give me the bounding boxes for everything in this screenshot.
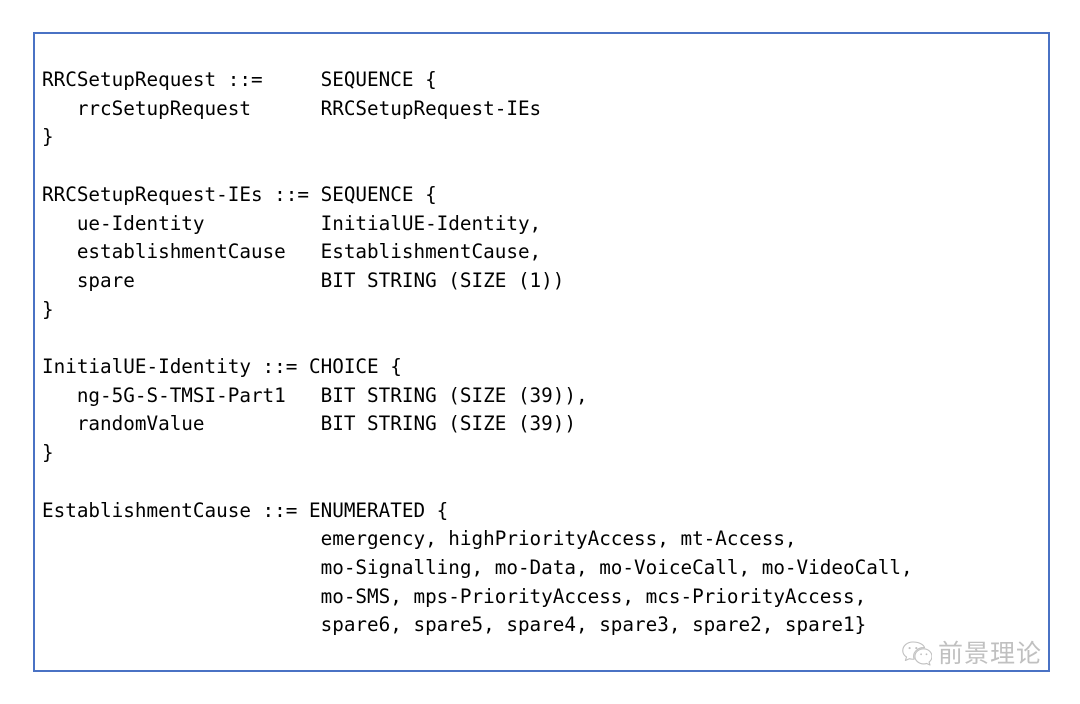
- code-line: emergency, highPriorityAccess, mt-Access…: [42, 527, 797, 551]
- asn1-code-block: RRCSetupRequest ::= SEQUENCE { rrcSetupR…: [42, 66, 913, 640]
- code-line: RRCSetupRequest-IEs ::= SEQUENCE {: [42, 182, 437, 206]
- code-line: EstablishmentCause ::= ENUMERATED {: [42, 498, 449, 522]
- code-line: spare6, spare5, spare4, spare3, spare2, …: [42, 613, 867, 637]
- code-line: randomValue BIT STRING (SIZE (39)): [42, 412, 576, 436]
- code-line: }: [42, 441, 54, 465]
- code-line: }: [42, 125, 54, 149]
- code-line: [42, 468, 913, 497]
- code-line: establishmentCause EstablishmentCause,: [42, 240, 542, 264]
- watermark: 前景理论: [902, 640, 1042, 666]
- code-line: [42, 152, 913, 181]
- code-line: spare BIT STRING (SIZE (1)): [42, 268, 565, 292]
- code-line: [42, 324, 913, 353]
- code-line: }: [42, 297, 54, 321]
- code-line: ue-Identity InitialUE-Identity,: [42, 211, 542, 235]
- code-line: mo-Signalling, mo-Data, mo-VoiceCall, mo…: [42, 555, 913, 579]
- code-line: RRCSetupRequest ::= SEQUENCE {: [42, 68, 437, 91]
- code-line: rrcSetupRequest RRCSetupRequest-IEs: [42, 96, 542, 120]
- code-line: mo-SMS, mps-PriorityAccess, mcs-Priority…: [42, 584, 867, 608]
- code-line: InitialUE-Identity ::= CHOICE {: [42, 355, 402, 379]
- asn1-code-frame: RRCSetupRequest ::= SEQUENCE { rrcSetupR…: [33, 32, 1050, 672]
- watermark-text: 前景理论: [937, 638, 1042, 668]
- wechat-icon: [902, 640, 932, 666]
- code-line: ng-5G-S-TMSI-Part1 BIT STRING (SIZE (39)…: [42, 383, 588, 407]
